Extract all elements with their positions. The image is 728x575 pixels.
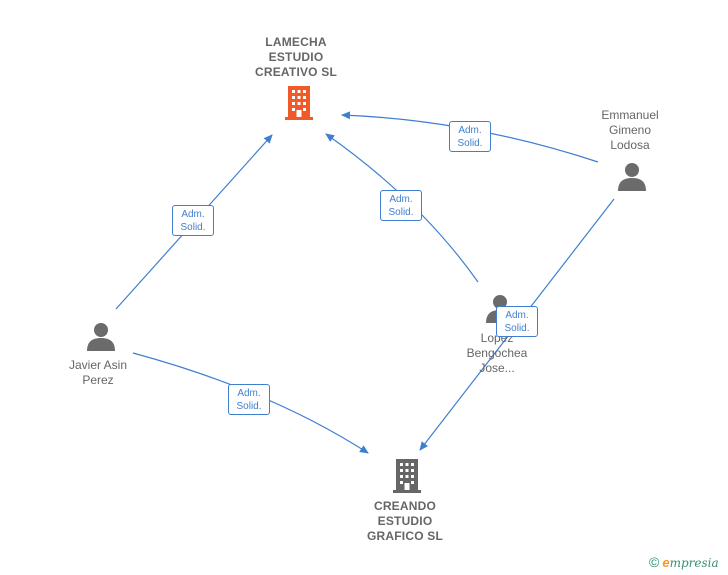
person-icon[interactable] xyxy=(86,322,116,352)
role-line: Solid. xyxy=(457,138,483,149)
role-line: Solid. xyxy=(236,401,262,412)
role-line: Adm. xyxy=(181,209,205,220)
brand-name: mpresia xyxy=(669,556,719,570)
role-line: Adm. xyxy=(237,388,261,399)
label-line: Bengochea xyxy=(466,346,528,360)
building-icon[interactable] xyxy=(283,86,315,120)
role-line: Solid. xyxy=(504,323,530,334)
person-label-lopez[interactable]: Lopez Bengochea Jose... xyxy=(447,331,547,376)
person-label-emmanuel[interactable]: Emmanuel Gimeno Lodosa xyxy=(580,108,680,153)
company-label-lamecha[interactable]: LAMECHA ESTUDIO CREATIVO SL xyxy=(236,35,356,80)
role-badge-emmanuel-creando[interactable]: Adm. Solid. xyxy=(496,306,538,337)
label-line: Emmanuel xyxy=(601,108,659,122)
building-icon[interactable] xyxy=(391,459,423,493)
role-line: Adm. xyxy=(505,310,529,321)
role-badge-lopez-lamecha[interactable]: Adm. Solid. xyxy=(380,190,422,221)
role-line: Solid. xyxy=(388,207,414,218)
brand-initial: e xyxy=(662,555,670,570)
role-line: Solid. xyxy=(180,222,206,233)
role-badge-javier-creando[interactable]: Adm. Solid. xyxy=(228,384,270,415)
copyright-mark: © xyxy=(649,554,660,570)
label-line: LAMECHA xyxy=(265,35,327,49)
label-line: Gimeno xyxy=(608,123,652,137)
company-label-creando[interactable]: CREANDO ESTUDIO GRAFICO SL xyxy=(345,499,465,544)
label-line: ESTUDIO xyxy=(268,50,324,64)
role-line: Adm. xyxy=(389,194,413,205)
label-line: CREANDO xyxy=(373,499,437,513)
label-line: Lodosa xyxy=(610,138,650,152)
role-line: Adm. xyxy=(458,125,482,136)
label-line: GRAFICO SL xyxy=(367,529,443,543)
label-line: CREATIVO SL xyxy=(255,65,337,79)
brand-logo: ©empresia xyxy=(649,554,719,570)
label-line: ESTUDIO xyxy=(377,514,433,528)
label-line: Jose... xyxy=(479,361,515,375)
role-badge-emmanuel-lamecha[interactable]: Adm. Solid. xyxy=(449,121,491,152)
label-line: Javier Asin xyxy=(68,358,128,372)
person-icon[interactable] xyxy=(617,162,647,192)
person-label-javier[interactable]: Javier Asin Perez xyxy=(48,358,148,388)
role-badge-javier-lamecha[interactable]: Adm. Solid. xyxy=(172,205,214,236)
label-line: Perez xyxy=(82,373,114,387)
